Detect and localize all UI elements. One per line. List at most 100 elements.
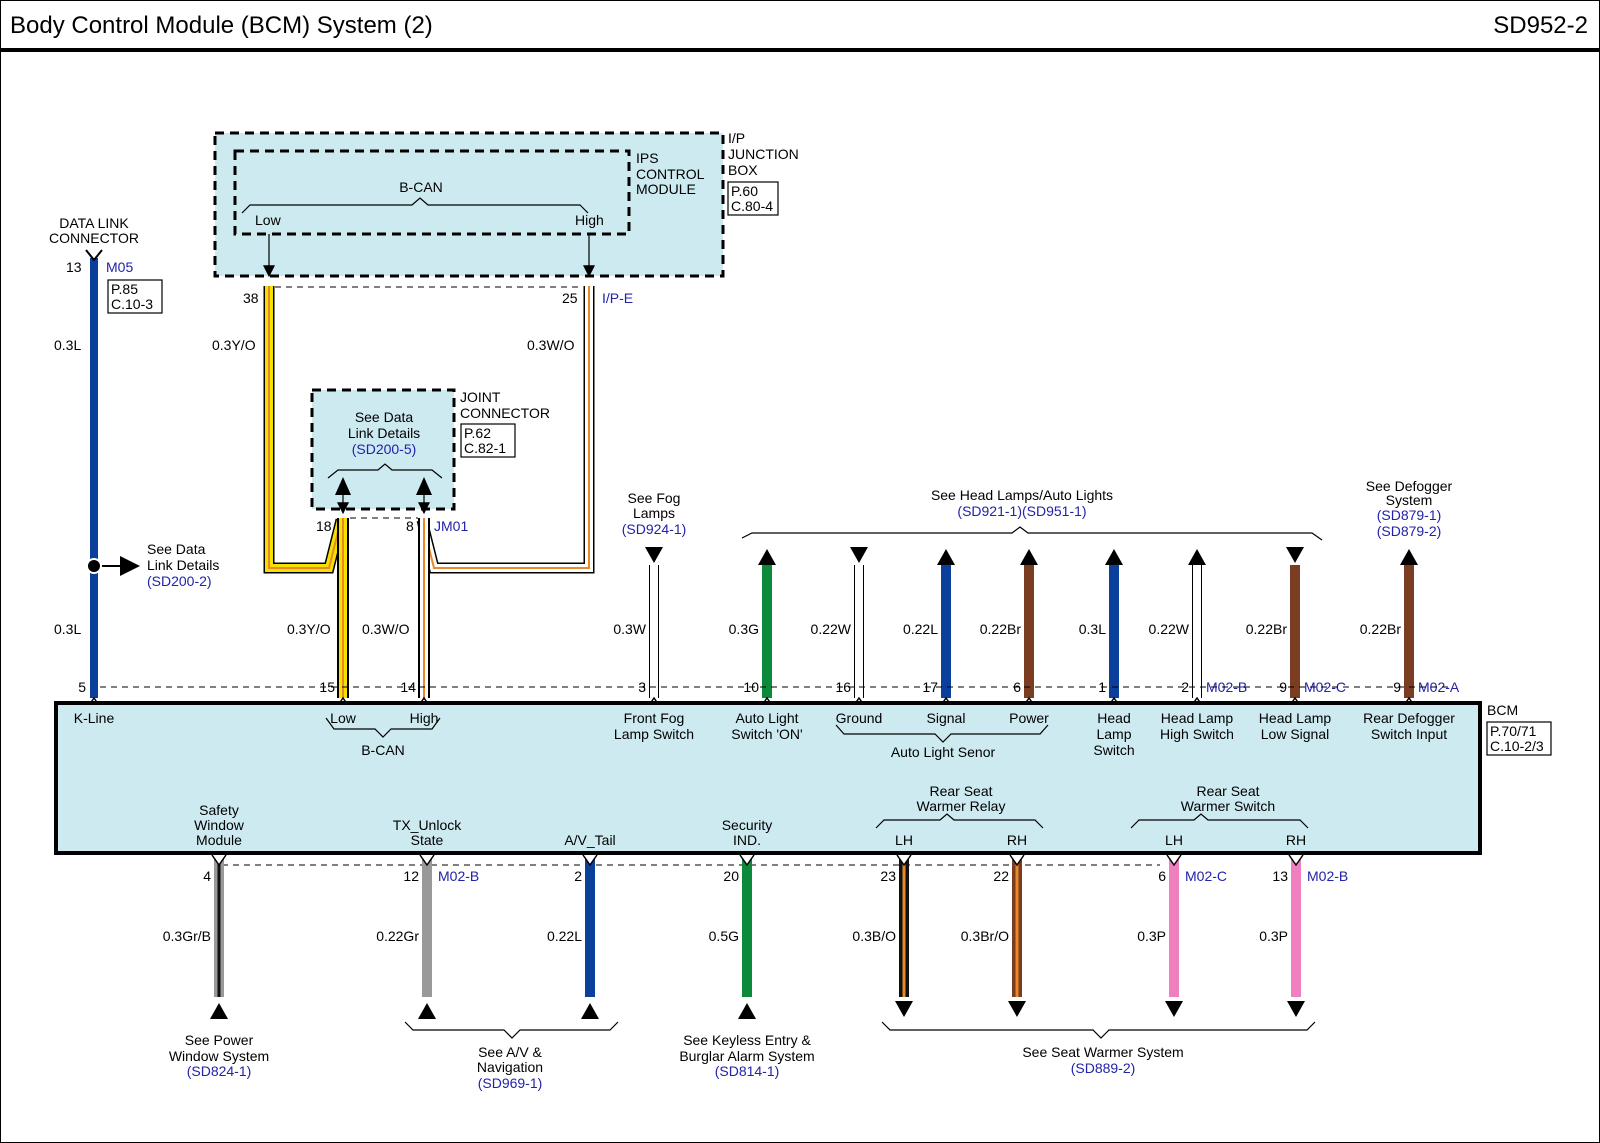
dlc-see-1: See Data [147, 541, 206, 557]
pin-terminal [419, 854, 435, 867]
av-ref-link[interactable]: (SD969-1) [478, 1075, 543, 1091]
splice-dot [86, 558, 102, 574]
wire-low-top-label: 0.3Y/O [212, 337, 256, 353]
arrow-up-icon[interactable] [418, 1003, 436, 1019]
head-ref-1: See Head Lamps/Auto Lights [931, 487, 1113, 503]
pin-function-label: Ground [836, 710, 883, 726]
pin-terminal [896, 854, 912, 867]
jc-ref-1: P.62 [464, 425, 491, 441]
keyless-ref-2: Burglar Alarm System [679, 1048, 814, 1064]
wire-top-11 [1404, 565, 1414, 698]
ips-brace [241, 197, 589, 214]
page-code: SD952-2 [1493, 12, 1588, 39]
header-bar: Body Control Module (BCM) System (2) SD9… [0, 0, 1600, 52]
ipjb-ref-1: P.60 [731, 183, 758, 199]
arrow-up-icon[interactable] [937, 549, 955, 565]
pin-function-label: Head Lamp [1161, 710, 1234, 726]
relay-group-1: Rear Seat [929, 783, 992, 799]
jc-connector: JM01 [434, 518, 468, 534]
joint-connector [310, 388, 456, 511]
ips-bcan-label: B-CAN [399, 179, 443, 195]
ipjb-label-3: BOX [728, 162, 758, 178]
wire-low-bottom-label: 0.3Y/O [287, 621, 331, 637]
jc-pin-8: 8 [406, 518, 414, 534]
arrow-up-icon[interactable] [1400, 549, 1418, 565]
pin-terminal [739, 854, 755, 867]
connector-id: M02-B [438, 868, 479, 884]
jc-ref-box [460, 423, 516, 458]
pin-number: 6 [1158, 868, 1166, 884]
wire-high-bottom-label: 0.3W/O [362, 621, 410, 637]
pin-38: 38 [243, 290, 259, 306]
pin-number: 20 [723, 868, 739, 884]
pin-terminal [211, 854, 227, 867]
arrow-down-icon[interactable] [1165, 1001, 1183, 1017]
dlc-pin: 13 [66, 259, 82, 275]
pin-function-label: Head Lamp [1259, 710, 1332, 726]
arrow-up-icon[interactable] [1188, 549, 1206, 565]
pin-function-label: IND. [733, 832, 761, 848]
pin-function-label: State [411, 832, 444, 848]
fog-ref-1: See Fog [628, 490, 681, 506]
arrow-down-icon[interactable] [1008, 1001, 1026, 1017]
wire-label: 0.22Br [1360, 621, 1402, 637]
pin-function-label: LH [895, 832, 913, 848]
wire-label: 0.3B/O [852, 928, 896, 944]
arrow-up-icon[interactable] [210, 1003, 228, 1019]
arrow-down-icon[interactable] [850, 547, 868, 563]
pin-number: 5 [78, 679, 86, 695]
pin-function-label: Rear Defogger [1363, 710, 1455, 726]
arrow-down-icon[interactable] [1286, 547, 1304, 563]
wire-bottom-3 [742, 857, 752, 997]
pin-function-label: Auto Light [735, 710, 798, 726]
ipjb-label-2: JUNCTION [728, 146, 799, 162]
seat-ref-link[interactable]: (SD889-2) [1071, 1060, 1136, 1076]
dlc-wire-top: 0.3L [54, 337, 81, 353]
pin-number: 4 [203, 868, 211, 884]
arrow-up-icon[interactable] [758, 549, 776, 565]
arrow-down-icon[interactable] [1287, 1001, 1305, 1017]
pin-function-label: K-Line [74, 710, 115, 726]
jc-see-ref[interactable]: (SD200-5) [352, 441, 417, 457]
defog-ref-link-2[interactable]: (SD879-2) [1377, 523, 1442, 539]
arrow-down-icon[interactable] [895, 1001, 913, 1017]
bcm-ref-1: P.70/71 [1490, 723, 1537, 739]
defog-ref-link-1[interactable]: (SD879-1) [1377, 507, 1442, 523]
relay-group-2: Warmer Relay [917, 798, 1006, 814]
wire-high-top-label: 0.3W/O [527, 337, 575, 353]
arrow-up-icon[interactable] [1105, 549, 1123, 565]
dlc-ref-2: C.10-3 [111, 296, 153, 312]
fog-ref-link[interactable]: (SD924-1) [622, 521, 687, 537]
pw-ref-link[interactable]: (SD824-1) [187, 1063, 252, 1079]
wire-label: 0.22W [1149, 621, 1190, 637]
ips-control-module [233, 149, 631, 236]
switch-group-2: Warmer Switch [1181, 798, 1275, 814]
wire-label: 0.3Gr/B [163, 928, 211, 944]
wire-label: 0.3G [729, 621, 759, 637]
jc-ref-2: C.82-1 [464, 440, 506, 456]
bcm-ref-box [1486, 721, 1552, 756]
av-ref-2: Navigation [477, 1059, 543, 1075]
wire-kline [90, 258, 98, 698]
fog-ref-2: Lamps [633, 505, 675, 521]
arrow-up-icon[interactable] [581, 1003, 599, 1019]
jc-pin-18: 18 [316, 518, 332, 534]
connector-id: M02-B [1307, 868, 1348, 884]
pin-function-label: Front Fog [624, 710, 685, 726]
pin-function-label: RH [1007, 832, 1027, 848]
arrow-up-icon[interactable] [738, 1003, 756, 1019]
jc-label-2: CONNECTOR [460, 405, 550, 421]
arrow-up-icon[interactable] [1020, 549, 1038, 565]
pin-number: 2 [1181, 679, 1189, 695]
pin-terminal [1166, 854, 1182, 867]
keyless-ref-link[interactable]: (SD814-1) [715, 1063, 780, 1079]
pw-ref-1: See Power [185, 1032, 254, 1048]
pin-25: 25 [562, 290, 578, 306]
head-ref-link[interactable]: (SD921-1)(SD951-1) [957, 503, 1086, 519]
arrow-down-icon[interactable] [645, 547, 663, 563]
ips-label-1: IPS [636, 150, 659, 166]
dlc-connector: M05 [106, 259, 133, 275]
wire-top-4 [762, 565, 772, 698]
dlc-see-ref[interactable]: (SD200-2) [147, 573, 212, 589]
